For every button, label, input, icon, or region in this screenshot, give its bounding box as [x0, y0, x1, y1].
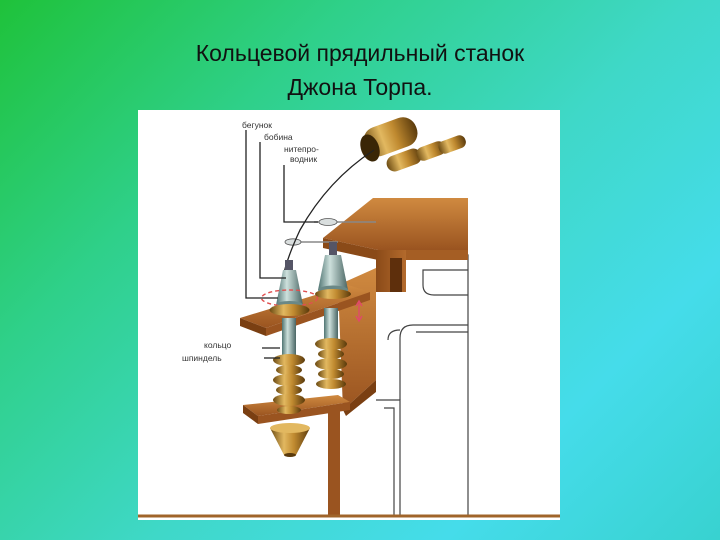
label-guide-line2: водник — [290, 154, 317, 164]
spindle-left — [273, 318, 305, 414]
bobbin-left — [260, 260, 319, 316]
rail-motion-indicator — [355, 299, 363, 323]
slide-title-line2: Джона Торпа. — [287, 74, 433, 100]
machine-illustration: бегунок бобина нитепро- водник кольцо шп… — [138, 110, 560, 520]
slide-title: Кольцевой прядильный станок Джона Торпа. — [0, 36, 720, 104]
bobbin-right — [315, 242, 351, 299]
label-runner: бегунок — [242, 120, 272, 130]
spindle-foot — [270, 423, 310, 457]
ring-spinning-machine-drawing: бегунок бобина нитепро- водник кольцо шп… — [138, 117, 560, 518]
frame-outline — [376, 254, 469, 515]
slide-title-line1: Кольцевой прядильный станок — [195, 40, 525, 66]
leader-lines — [245, 130, 318, 359]
spindle-rail — [243, 395, 350, 424]
label-spindle: шпиндель — [182, 353, 222, 363]
spindle-right — [315, 308, 347, 389]
label-ring: кольцо — [204, 340, 232, 350]
label-guide-line1: нитепро- — [284, 144, 319, 154]
drafting-rollers — [360, 117, 466, 172]
label-bobbin: бобина — [264, 132, 293, 142]
